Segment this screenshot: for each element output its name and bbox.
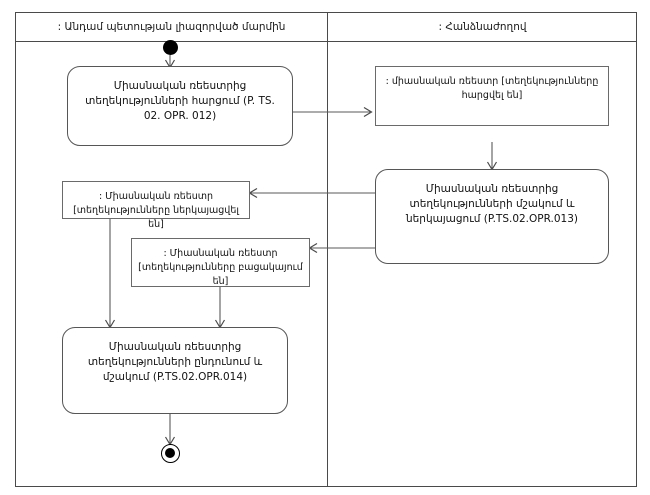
activity-node-opr-012-label: Միասնական ռեեստրից տեղեկությունների հարց… (85, 80, 275, 122)
swimlane-header-divider (15, 41, 637, 42)
object-node-absent[interactable]: : Միասնական ռեեստր [տեղեկությունները բաց… (131, 238, 310, 287)
swimlane-header-left: : Անդամ պետության լիազորված մարմին (57, 21, 286, 33)
object-node-presented-label: : Միասնական ռեեստր [տեղեկությունները ներ… (73, 191, 239, 230)
object-node-requested-label: : միասնական ռեեստր [տեղեկությունները հար… (385, 76, 599, 101)
object-node-presented[interactable]: : Միասնական ռեեստր [տեղեկությունները ներ… (62, 181, 250, 230)
swimlane-vertical-divider (327, 12, 328, 487)
activity-node-opr-012[interactable]: Միասնական ռեեստրից տեղեկությունների հարց… (67, 66, 293, 146)
object-node-absent-label: : Միասնական ռեեստր [տեղեկությունները բաց… (138, 248, 303, 287)
swimlane-header-right: : Հանձնաժողով (438, 21, 527, 33)
activity-node-opr-013-label: Միասնական ռեեստրից տեղեկությունների մշակ… (405, 183, 579, 225)
activity-node-opr-014[interactable]: Միասնական ռեեստրից տեղեկությունների ընդո… (62, 327, 288, 414)
object-node-requested[interactable]: : միասնական ռեեստր [տեղեկությունները հար… (375, 66, 609, 126)
activity-node-opr-014-label: Միասնական ռեեստրից տեղեկությունների ընդո… (87, 341, 263, 383)
initial-node[interactable] (163, 40, 178, 55)
activity-node-opr-013[interactable]: Միասնական ռեեստրից տեղեկությունների մշակ… (375, 169, 609, 264)
final-node[interactable] (161, 444, 180, 463)
